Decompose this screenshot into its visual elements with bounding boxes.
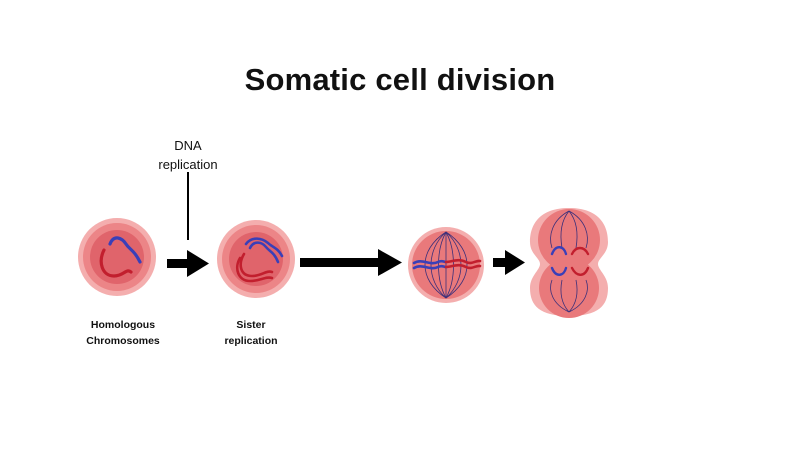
annotation-line-1: DNA [174, 138, 202, 153]
caption-line-2: replication [224, 335, 278, 347]
chromosome-red [239, 252, 274, 278]
spindle-icon [550, 210, 588, 313]
arrow-right-icon [493, 250, 525, 275]
chromosome-red [444, 258, 482, 265]
chromosome-red [570, 246, 590, 256]
caption-sister-replication: Sister replication [191, 317, 311, 349]
chromosome-blue [550, 246, 568, 256]
chromosome-red-copy [570, 266, 590, 276]
chromosome-blue [248, 241, 280, 264]
dna-replication-annotation: DNA replication [140, 136, 236, 174]
chromosome-blue-copy [550, 266, 568, 276]
chromosome-red [99, 248, 133, 278]
cell-metaphase [408, 227, 484, 303]
cell-homologous [78, 218, 156, 296]
arrow-right-icon [167, 250, 209, 277]
chromosome-red-copy [236, 256, 274, 283]
arrow-right-icon [300, 249, 402, 276]
daughter-cell-bottom [539, 258, 599, 318]
annotation-line-2: replication [158, 157, 218, 172]
caption-homologous-chromosomes: Homologous Chromosomes [63, 317, 183, 349]
caption-line-1: Sister [236, 319, 266, 331]
cell-sister-replication [217, 220, 295, 298]
chromosome-blue [412, 259, 448, 265]
chromosome-blue-copy [244, 237, 284, 258]
chromosome-blue [108, 236, 142, 264]
nucleus [229, 232, 283, 286]
chromosome-red-copy [444, 263, 482, 270]
cell-dividing [530, 208, 608, 318]
caption-line-2: Chromosomes [86, 335, 160, 347]
chromosome-blue-copy [412, 264, 448, 270]
daughter-cell-top [538, 209, 600, 271]
diagram-title: Somatic cell division [244, 62, 556, 97]
caption-line-1: Homologous [90, 319, 156, 331]
